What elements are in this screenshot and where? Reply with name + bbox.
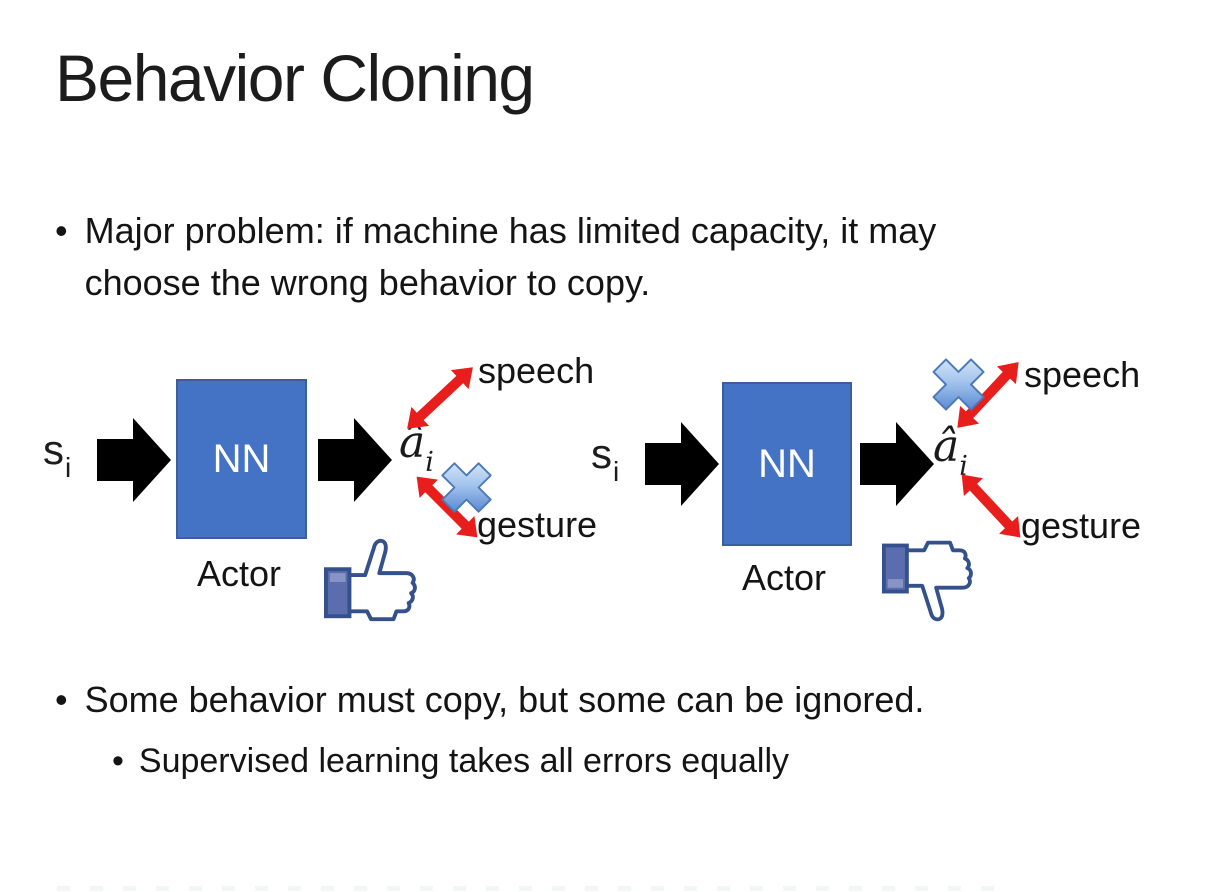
cross-out-icon — [932, 358, 985, 411]
action-subscript: i — [959, 450, 968, 482]
bullet-marker: • — [55, 679, 68, 720]
double-arrow-icon — [952, 466, 1030, 547]
thumbs-down-icon — [881, 540, 973, 622]
bullet-some-behavior-text: Some behavior must copy, but some can be… — [84, 679, 925, 720]
bullet-major-problem: • Major problem: if machine has limited … — [55, 205, 1015, 309]
speech-label-left: speech — [478, 350, 595, 391]
block-arrow-icon — [645, 422, 719, 506]
state-subscript: i — [613, 456, 620, 488]
bullet-supervised-text: Supervised learning takes all errors equ… — [138, 742, 790, 780]
action-subscript: i — [425, 446, 434, 478]
cross-out-icon — [441, 462, 492, 513]
speech-label-right: speech — [1024, 354, 1141, 395]
state-base: s — [43, 426, 64, 473]
nn-box-left: NN — [176, 379, 307, 539]
bullet-marker: • — [55, 210, 68, 251]
page-title: Behavior Cloning — [55, 41, 535, 115]
nn-label: NN — [212, 436, 271, 481]
gesture-label-right: gesture — [1021, 505, 1142, 546]
state-label-right: si — [591, 430, 619, 486]
block-arrow-icon — [97, 418, 171, 502]
actor-label-right: Actor — [742, 557, 827, 598]
actor-label-left: Actor — [197, 553, 282, 594]
thumbs-up-icon — [323, 538, 417, 622]
nn-box-right: NN — [722, 382, 852, 546]
double-arrow-icon — [948, 353, 1028, 437]
double-arrow-icon — [398, 358, 482, 438]
bullet-supervised: • Supervised learning takes all errors e… — [112, 737, 1112, 785]
state-subscript: i — [65, 452, 72, 484]
bullet-marker: • — [112, 742, 124, 780]
cut-off-bottom-content — [57, 886, 997, 891]
double-arrow-icon — [407, 467, 486, 546]
bullet-major-problem-text: Major problem: if machine has limited ca… — [84, 210, 937, 303]
state-label-left: si — [43, 426, 71, 482]
gesture-label-left: gesture — [477, 504, 598, 545]
state-base: s — [591, 430, 612, 477]
nn-label: NN — [758, 441, 816, 486]
action-base: â — [933, 421, 960, 472]
block-arrow-icon — [860, 422, 934, 506]
block-arrow-icon — [318, 418, 392, 502]
bullet-some-behavior: • Some behavior must copy, but some can … — [55, 674, 1175, 726]
action-label-right: âi — [933, 425, 968, 480]
